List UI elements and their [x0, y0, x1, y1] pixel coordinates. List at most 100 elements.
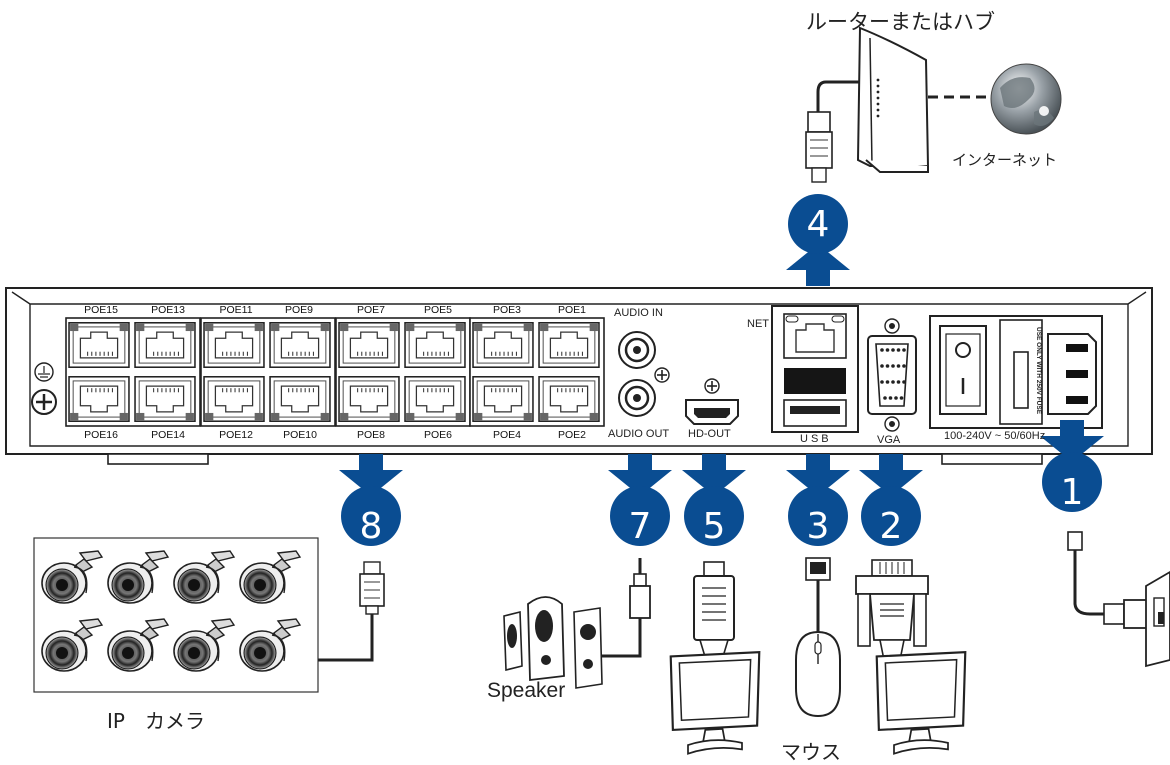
vga-pin — [902, 380, 906, 384]
vga-pin — [902, 348, 906, 352]
poe-label-bottom: POE6 — [423, 429, 452, 441]
callout-7-number: 7 — [629, 506, 652, 547]
audio-out-label: AUDIO OUT — [608, 428, 670, 440]
poe-label-top: POE11 — [219, 304, 253, 316]
audio-ports — [618, 331, 670, 417]
fuse-label: USE ONLY WITH 250V FUSE — [1035, 327, 1042, 415]
rj45-plug-icon — [805, 111, 833, 183]
callout-8-number: 8 — [360, 506, 383, 547]
poe-port — [538, 321, 600, 369]
callout-4: 4 — [786, 194, 850, 286]
net-label: NET — [747, 318, 769, 330]
vga-plug-icon — [855, 559, 929, 661]
callout-3: 3 — [786, 454, 850, 547]
power-plug-icon — [1067, 531, 1170, 668]
poe-label-bottom: POE12 — [219, 429, 253, 441]
vga-pin — [883, 396, 887, 400]
callout-7: 7 — [608, 454, 672, 547]
poe-port — [68, 375, 130, 423]
mouse-label: マウス — [781, 740, 841, 764]
poe-label-top: POE13 — [151, 304, 185, 316]
poe-label-top: POE15 — [84, 304, 118, 316]
monitor-icon — [875, 651, 967, 755]
poe-port — [338, 321, 400, 369]
hdmi-port — [685, 378, 739, 425]
audio-plug-icon — [629, 558, 651, 619]
poe-port — [68, 321, 130, 369]
speaker-icon — [503, 596, 603, 689]
vga-pin — [880, 380, 884, 384]
poe-port — [134, 321, 196, 369]
vga-pin — [902, 364, 906, 368]
callout-2-number: 2 — [880, 506, 903, 547]
vga-pin — [896, 364, 901, 368]
vga-pin — [880, 364, 884, 368]
audio-cable — [602, 618, 642, 658]
vga-pin — [885, 348, 890, 352]
router-icon — [856, 26, 930, 173]
poe-port — [269, 321, 331, 369]
camera-label: IP カメラ — [107, 709, 205, 733]
poe-label-top: POE1 — [557, 304, 586, 316]
poe-port — [338, 375, 400, 423]
net-usb-panel — [771, 305, 859, 433]
vga-pin — [894, 396, 898, 400]
vga-pin — [896, 380, 901, 384]
poe-label-bottom: POE16 — [84, 429, 118, 441]
network-cable — [816, 80, 860, 112]
callout-3-number: 3 — [807, 506, 830, 547]
poe-port — [134, 375, 196, 423]
callout-8: 8 — [339, 454, 403, 547]
poe-ports — [65, 317, 605, 427]
vga-pin — [885, 380, 890, 384]
poe-port — [203, 375, 265, 423]
poe-label-top: POE9 — [284, 304, 313, 316]
poe-port — [269, 375, 331, 423]
monitor-icon — [669, 651, 761, 755]
poe-port — [472, 375, 534, 423]
usb-label: USB — [800, 433, 832, 445]
mouse-icon — [795, 630, 841, 718]
poe-port — [203, 321, 265, 369]
poe-port — [538, 375, 600, 423]
vga-pin — [888, 396, 893, 400]
usb-plug-icon — [805, 557, 831, 581]
callout-1: 1 — [1040, 420, 1104, 513]
vga-pin — [899, 396, 904, 400]
vga-pin — [885, 364, 890, 368]
callout-4-number: 4 — [807, 204, 830, 245]
vga-port — [867, 318, 917, 432]
poe-label-bottom: POE4 — [492, 429, 521, 441]
power-panel — [929, 315, 1103, 429]
speaker-label: Speaker — [487, 679, 566, 702]
rj45-plug-icon — [359, 561, 385, 615]
vga-pin — [891, 364, 895, 368]
internet-label: インターネット — [952, 151, 1058, 169]
poe-port — [404, 321, 466, 369]
poe-port — [404, 375, 466, 423]
poe-label-top: POE7 — [356, 304, 385, 316]
poe-port — [472, 321, 534, 369]
vga-pin — [880, 348, 884, 352]
ground-icon — [31, 362, 57, 415]
hdmi-plug-icon — [693, 561, 735, 661]
power-rating-label: 100-240V ~ 50/60Hz — [944, 430, 1046, 442]
poe-label-bottom: POE14 — [151, 429, 185, 441]
poe-label-bottom: POE10 — [283, 429, 317, 441]
vga-label: VGA — [877, 434, 901, 446]
vga-pin — [891, 380, 895, 384]
router-label: ルーターまたはハブ — [806, 10, 995, 34]
audio-in-label: AUDIO IN — [614, 307, 663, 319]
callout-1-number: 1 — [1061, 472, 1084, 513]
camera-cable — [318, 612, 374, 662]
globe-icon — [990, 63, 1062, 135]
vga-pin — [891, 348, 895, 352]
poe-label-top: POE3 — [492, 304, 521, 316]
poe-label-bottom: POE2 — [557, 429, 586, 441]
camera-panel — [33, 537, 319, 693]
poe-label-top: POE5 — [423, 304, 452, 316]
callout-5-number: 5 — [703, 506, 726, 547]
callout-2: 2 — [859, 454, 923, 547]
hd-out-label: HD-OUT — [688, 428, 731, 440]
